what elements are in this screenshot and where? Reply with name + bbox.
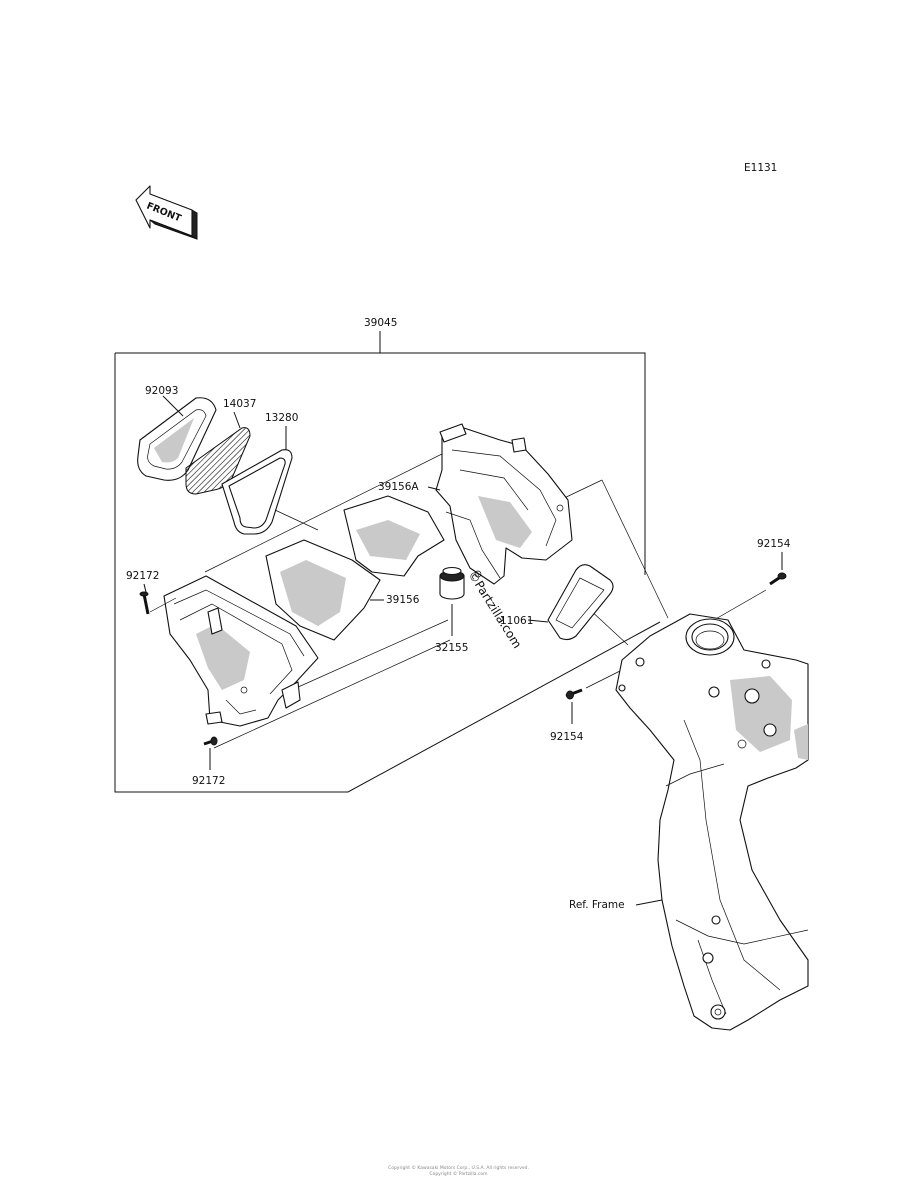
footer-line-1: Copyright © Kawasaki Motors Corp., U.S.A… [388, 1166, 529, 1171]
bolt-right-bottom-part [565, 688, 583, 700]
label-frame-ref: Ref. Frame [569, 899, 625, 911]
label-gasket-small: 13280 [265, 412, 298, 424]
gasket-small-part [221, 449, 293, 535]
air-box-housing-part [163, 575, 319, 727]
label-duct-upper: 39156A [378, 481, 419, 493]
gasket-large-part [547, 564, 614, 641]
label-gasket-large: 11061 [500, 615, 533, 627]
label-cap: 32155 [435, 642, 468, 654]
label-screw-left-top: 92172 [126, 570, 159, 582]
duct-lower-part [265, 495, 445, 641]
front-arrow-icon: FRONT [135, 185, 198, 240]
label-cover: 92093 [145, 385, 178, 397]
cap-part [439, 566, 465, 600]
duct-upper-part [435, 423, 573, 585]
label-assembly: 39045 [364, 317, 397, 329]
assembly-bracket [114, 331, 661, 793]
diagram-code: E1131 [744, 162, 777, 174]
label-element: 14037 [223, 398, 256, 410]
copyright-footer: Copyright © Kawasaki Motors Corp., U.S.A… [0, 1166, 917, 1178]
label-bolt-right-top: 92154 [757, 538, 791, 550]
frame-part [615, 613, 809, 1031]
cover-part [137, 397, 217, 481]
screw-left-top-part [139, 591, 150, 615]
label-bolt-right-bottom: 92154 [550, 731, 584, 743]
screw-left-bottom-part [203, 736, 218, 746]
label-screw-left-bottom: 92172 [192, 775, 225, 787]
bolt-right-top-part [769, 572, 787, 586]
label-duct-lower: 39156 [386, 594, 420, 606]
footer-line-2: Copyright © Partzilla.com [429, 1172, 488, 1177]
